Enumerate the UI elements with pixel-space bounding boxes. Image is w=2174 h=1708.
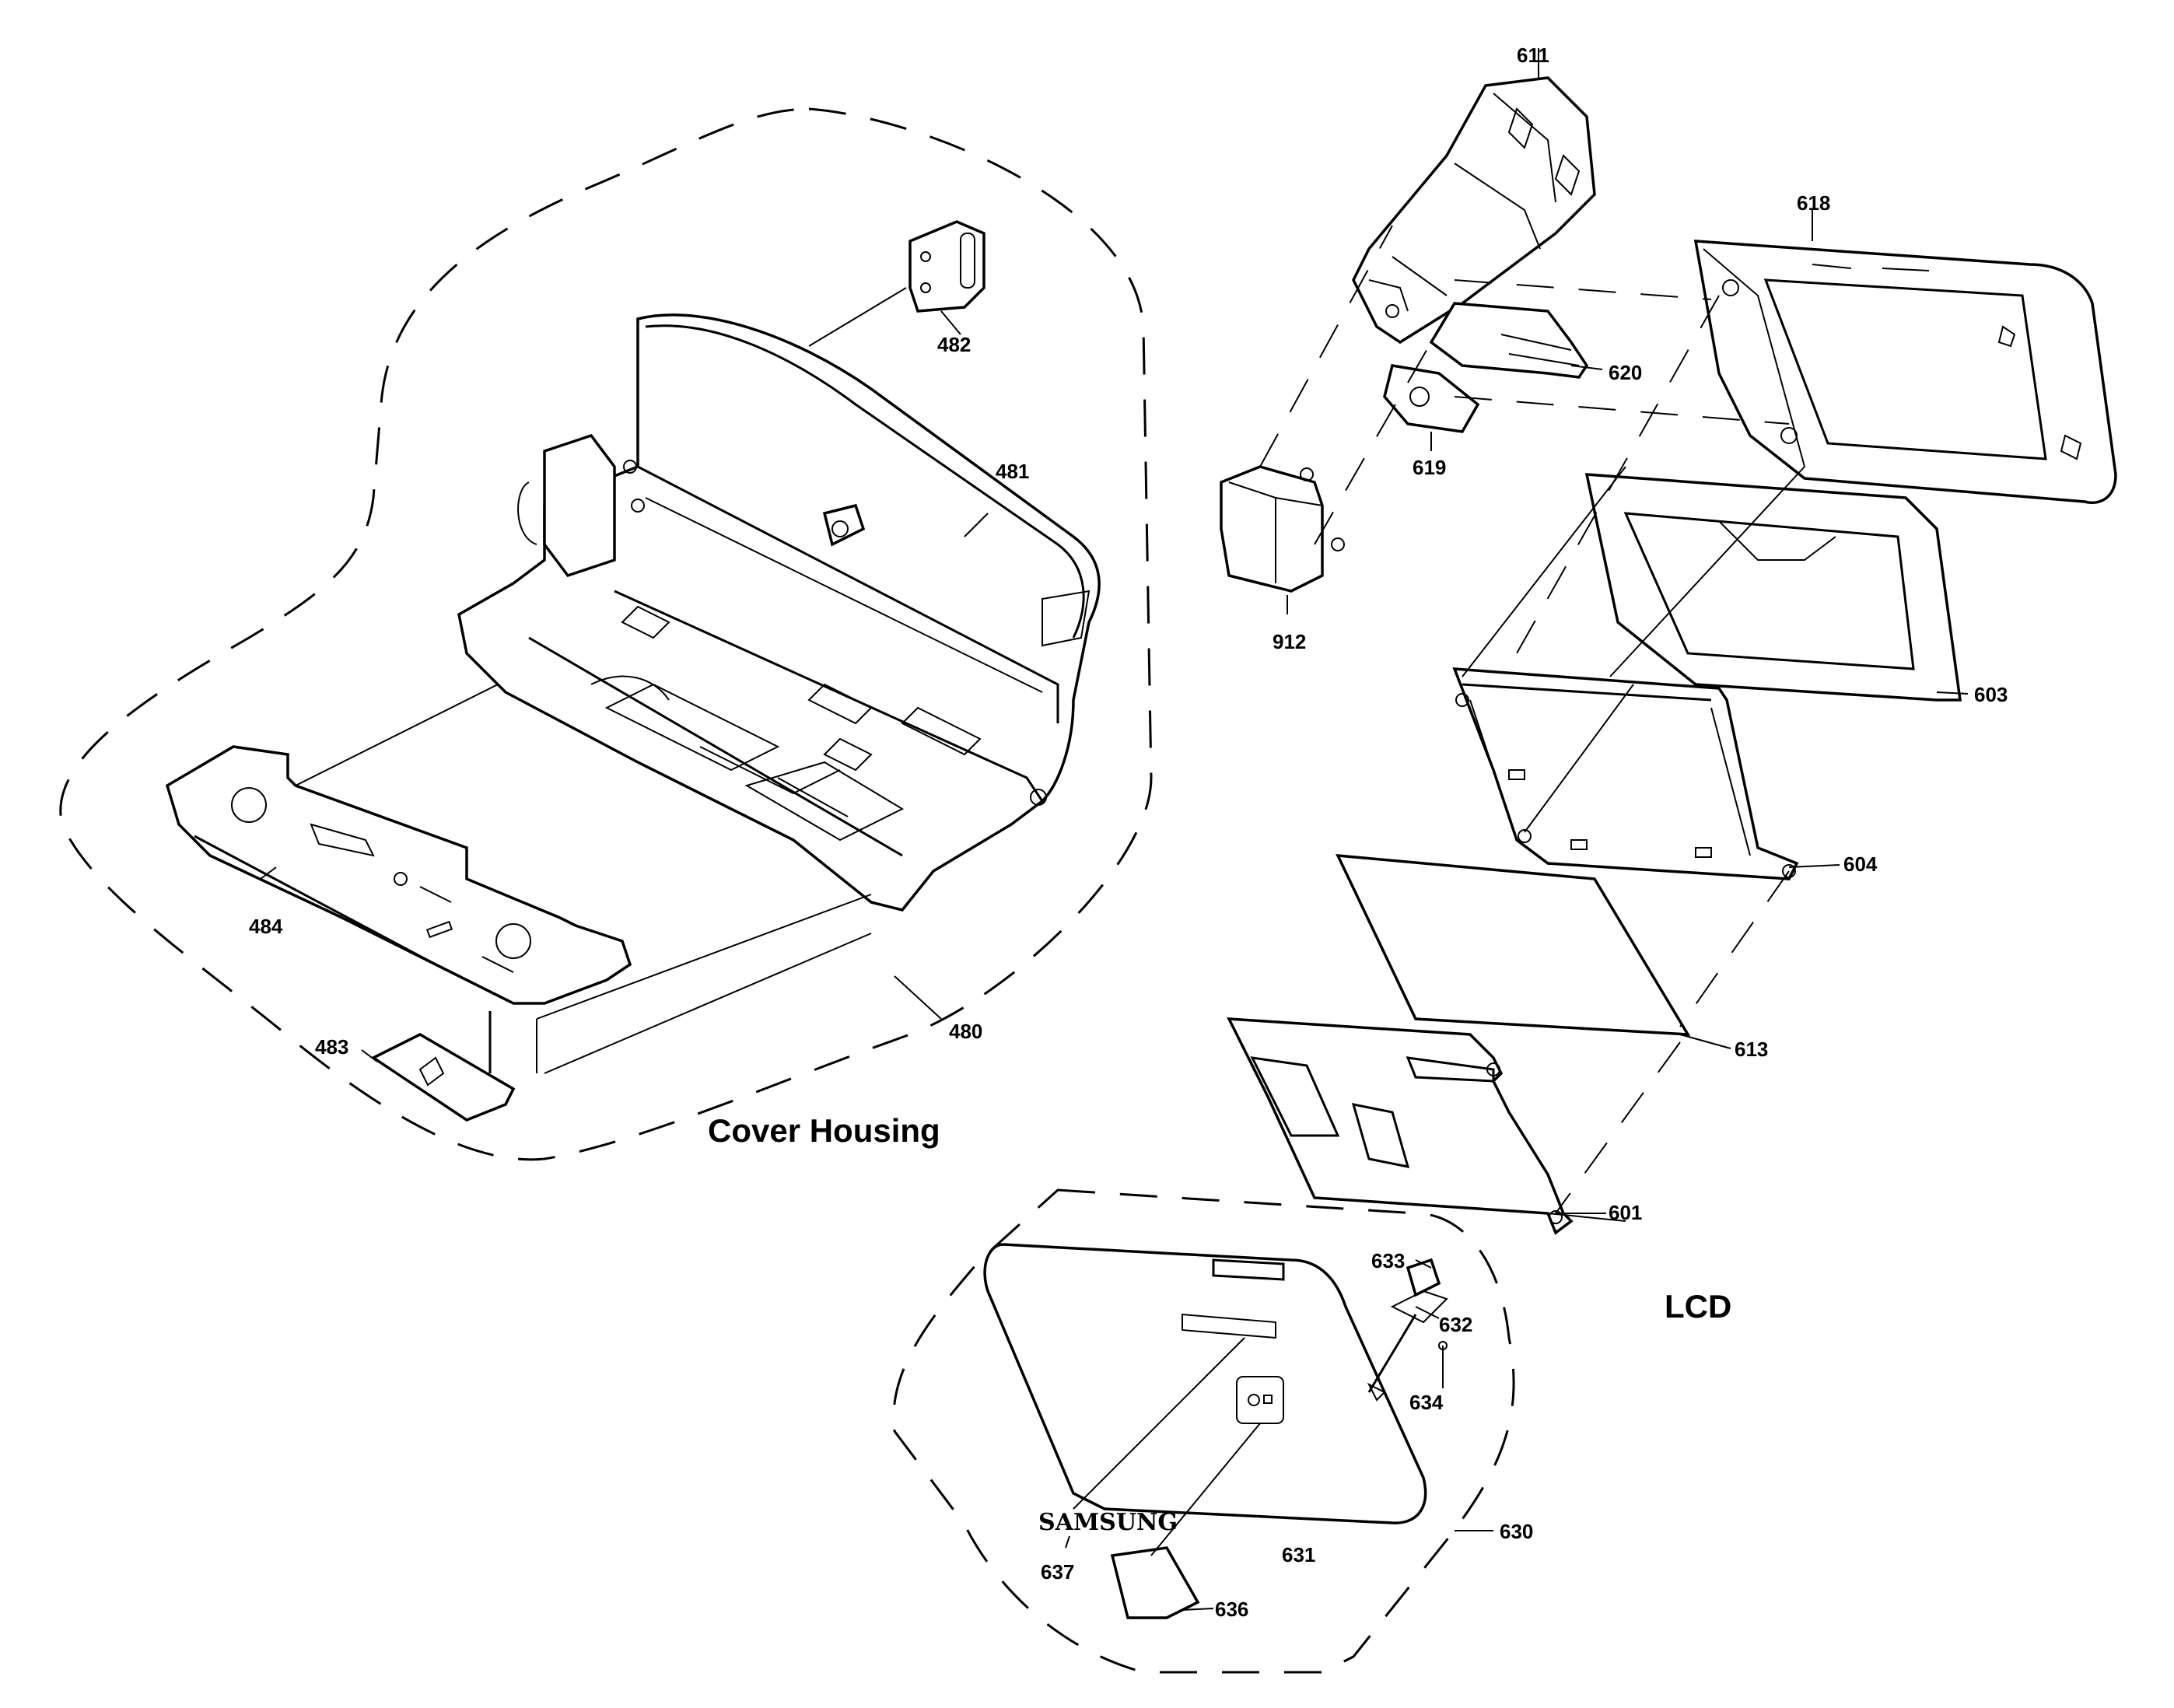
part-482-bracket [908,220,985,313]
cover-housing-leader-lines [260,287,989,1074]
lcd-group: 611 618 620 619 912 603 604 613 601 LCD [1220,44,2117,1325]
case-630-boundary [892,1188,1515,1674]
callout-632: 632 [1439,1313,1472,1336]
callout-912: 912 [1273,630,1306,653]
callout-633: 633 [1371,1249,1405,1272]
part-611-hinge [1352,76,1596,345]
callout-619: 619 [1413,456,1446,479]
callout-636: 636 [1215,1598,1248,1621]
part-603-bezel [1584,473,1962,702]
part-481-tray [457,313,1101,912]
part-613-film [1336,853,1691,1036]
callout-601: 601 [1609,1201,1642,1224]
case-630-leader-lines [1065,1259,1493,1611]
callout-482: 482 [937,333,971,356]
samsung-emblem-logo: SAMSUNG [1038,1509,1178,1536]
cover-housing-group: 482 481 484 483 480 Cover Housing [59,107,1153,1161]
callout-613: 613 [1735,1038,1768,1061]
callout-603: 603 [1974,683,2008,706]
part-912-block [1220,465,1345,593]
cover-housing-title: Cover Housing [708,1112,940,1149]
callout-620: 620 [1609,361,1642,384]
lcd-leader-lines [1259,48,1969,1222]
part-484-plate [165,745,632,1073]
case-630-group: SAMSUNG 633 632 634 630 [892,1188,1533,1674]
part-618-front-frame [1693,240,2117,504]
callout-604: 604 [1843,852,1878,876]
part-619-hinge [1383,364,1480,433]
part-601-pcb [1227,1017,1574,1235]
part-637-emblem: SAMSUNG [1038,1509,1178,1536]
callout-483: 483 [315,1035,348,1059]
cover-housing-boundary [59,107,1153,1161]
callout-611: 611 [1517,44,1549,67]
part-620-flex-cable [1429,302,1589,379]
callout-631: 631 [1282,1543,1315,1566]
callout-484: 484 [249,915,283,938]
callout-481: 481 [996,460,1029,483]
callout-637: 637 [1041,1560,1074,1584]
part-483-clip [370,1033,516,1122]
callout-634: 634 [1409,1391,1444,1414]
callout-618: 618 [1797,191,1830,215]
part-604-chassis [1452,667,1799,880]
part-636-window [1110,1546,1200,1619]
part-632-633-634-hinge [1367,1258,1448,1402]
part-631-cover [983,1243,1427,1524]
callout-630: 630 [1500,1520,1533,1543]
lcd-title: LCD [1665,1288,1731,1325]
callout-480: 480 [949,1020,982,1043]
